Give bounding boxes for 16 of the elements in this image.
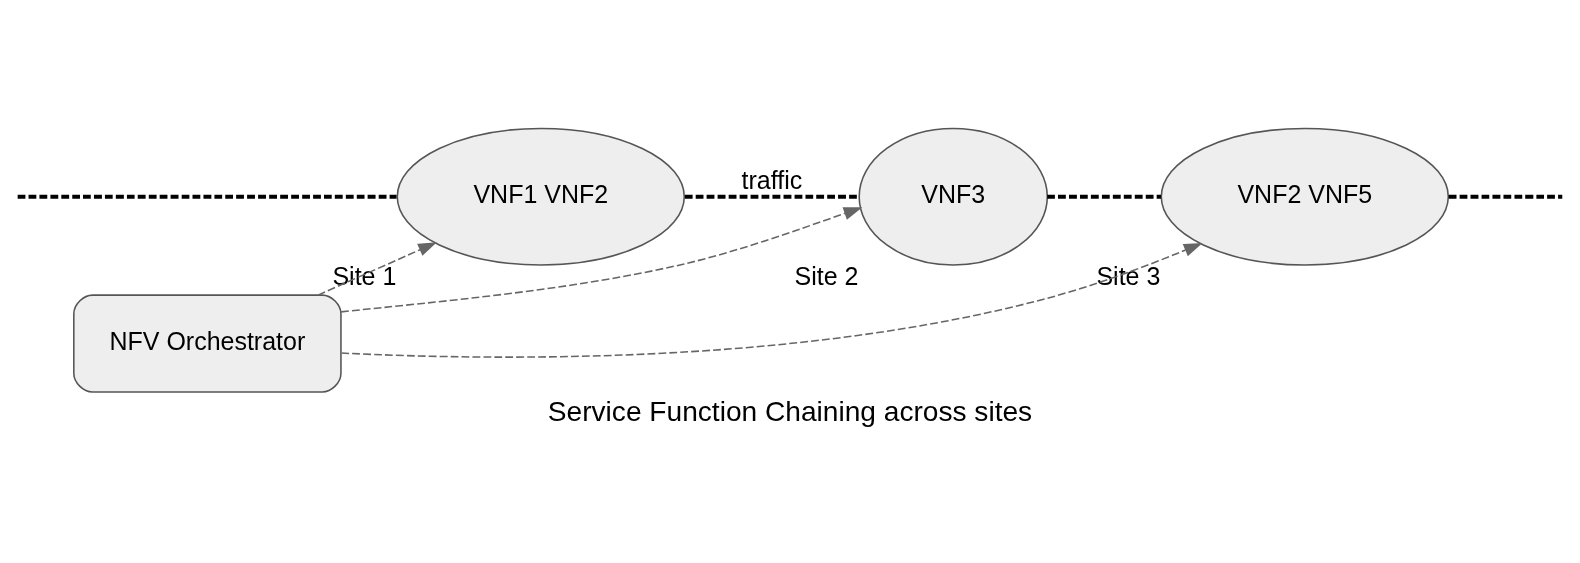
node-label: Site 1 bbox=[332, 261, 397, 290]
node-label: Site 2 bbox=[794, 261, 859, 290]
node-ellipse: VNF3 bbox=[858, 127, 1049, 266]
node-ellipse: VNF2 VNF5 bbox=[1160, 127, 1450, 266]
connector bbox=[1047, 194, 1162, 199]
caption: Service Function Chaining across sites bbox=[547, 395, 1033, 427]
connector bbox=[684, 194, 859, 199]
connector bbox=[17, 194, 397, 199]
arrow bbox=[340, 206, 863, 313]
arrow bbox=[317, 241, 437, 296]
edge-label: traffic bbox=[741, 165, 803, 194]
arrow bbox=[340, 242, 1203, 358]
node-label: Site 3 bbox=[1096, 261, 1161, 290]
node-box: NFV Orchestrator bbox=[73, 293, 342, 393]
node-ellipse: VNF1 VNF2 bbox=[396, 127, 686, 266]
connector bbox=[1448, 194, 1563, 199]
